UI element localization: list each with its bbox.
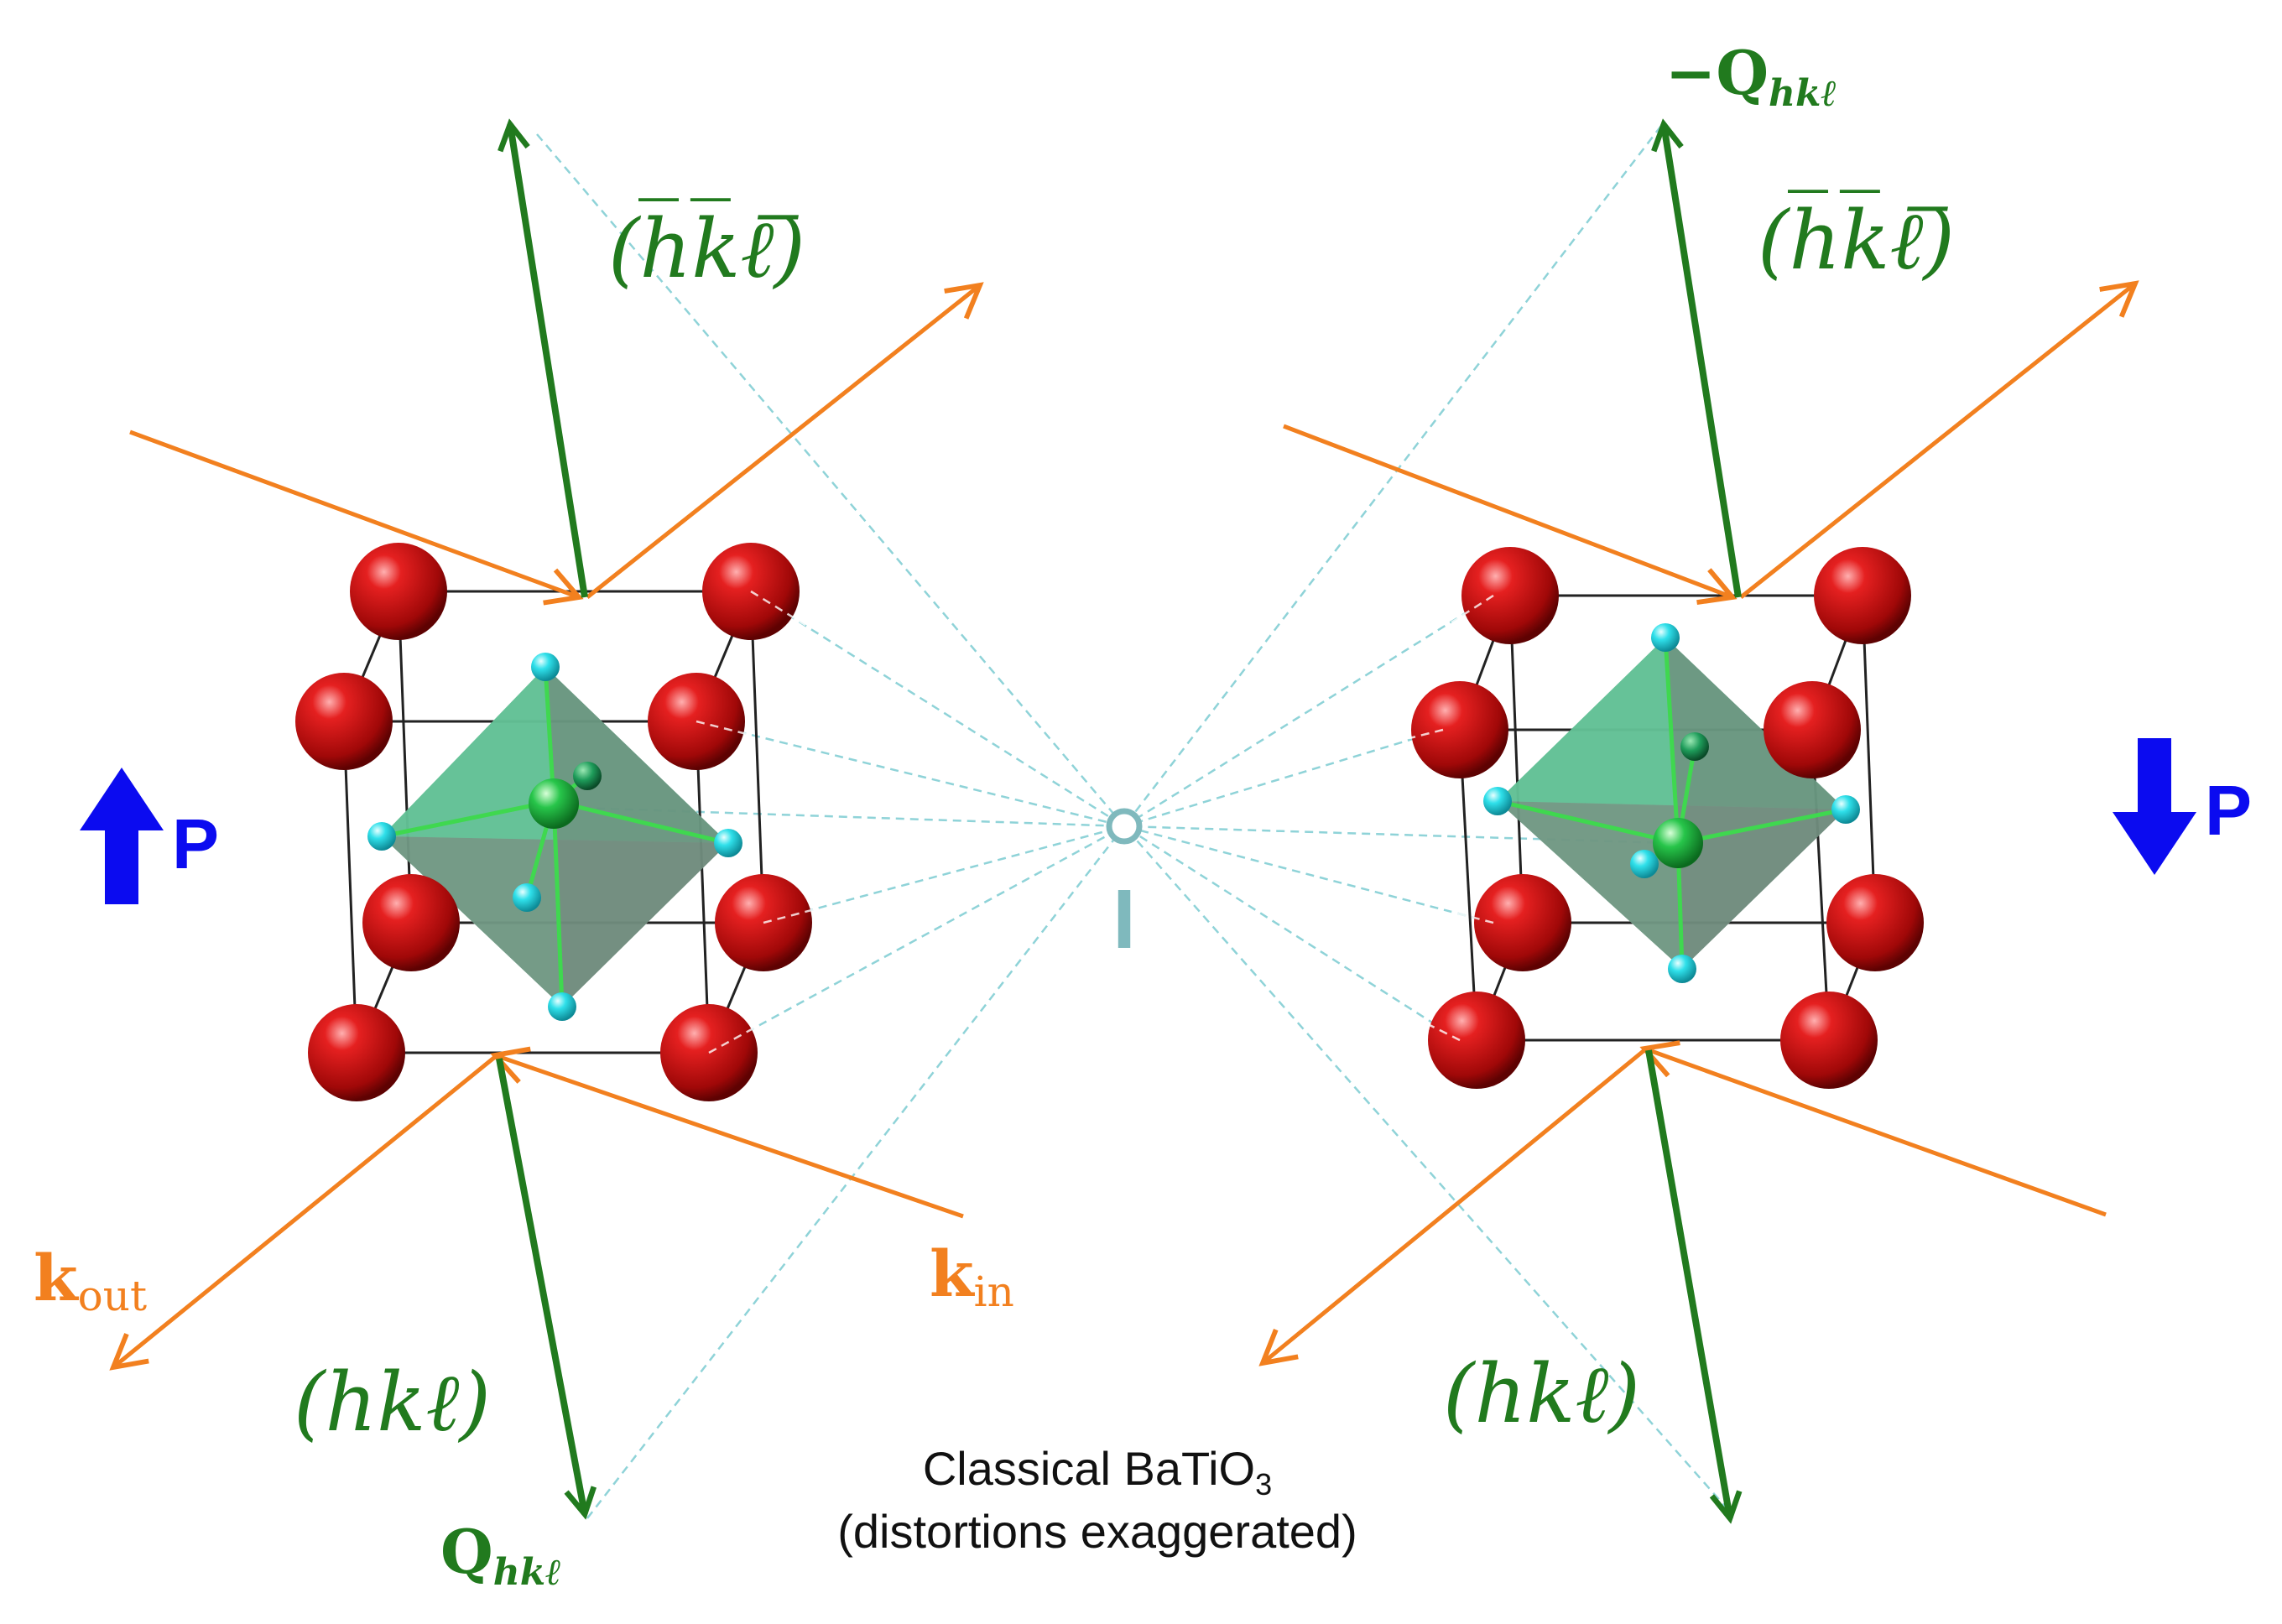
dashed-line bbox=[1123, 594, 1494, 828]
ba-atom bbox=[1826, 874, 1924, 971]
o-atom bbox=[573, 762, 602, 790]
dashed-line bbox=[553, 805, 1125, 828]
p-label-left: P bbox=[172, 804, 219, 883]
minus-q-label: −Qhkℓ bbox=[1665, 37, 1837, 115]
dashed-line bbox=[1123, 728, 1444, 828]
k-in-beam-bottom-right bbox=[1639, 1040, 2107, 1217]
o-atom bbox=[1668, 955, 1696, 983]
o-atom bbox=[1651, 623, 1680, 652]
hkl-bar-label-right: (h̅k̅ℓ̅) bbox=[1758, 190, 1955, 288]
k-in-beam-bottom-left bbox=[490, 1046, 964, 1219]
polarization-left: P bbox=[80, 768, 219, 904]
k-out-beam-bottom-left bbox=[109, 1055, 497, 1371]
o-atom bbox=[1831, 795, 1860, 824]
ti-atom bbox=[1653, 818, 1703, 868]
o-atom bbox=[1483, 787, 1512, 815]
dashed-line bbox=[1123, 825, 1729, 1511]
ti-atom bbox=[529, 778, 579, 829]
ba-atom bbox=[350, 543, 447, 640]
o-atom bbox=[1680, 732, 1709, 761]
inversion-label: I bbox=[1112, 872, 1136, 966]
k-out-label: kout bbox=[34, 1241, 147, 1320]
hkl-label-left: (hkℓ) bbox=[294, 1356, 491, 1450]
dashed-line bbox=[750, 590, 1125, 828]
arrow-down-icon bbox=[2113, 738, 2196, 875]
ba-atom bbox=[1814, 547, 1911, 644]
dashed-line bbox=[708, 825, 1125, 1054]
dashed-line bbox=[763, 825, 1125, 924]
ba-atom bbox=[1428, 992, 1525, 1089]
q-minus-vector-right bbox=[1664, 124, 1742, 598]
ba-atom bbox=[1461, 547, 1559, 644]
ba-atom bbox=[1764, 681, 1861, 778]
q-minus-vector-left bbox=[510, 124, 588, 598]
dashed-line bbox=[1123, 825, 1461, 1042]
o-atom bbox=[531, 653, 560, 681]
caption-line-1: Classical BaTiO3 bbox=[923, 1442, 1272, 1502]
inversion-center: I bbox=[1106, 808, 1143, 966]
dashed-line bbox=[1123, 825, 1494, 924]
dashed-line bbox=[586, 825, 1125, 1519]
caption-line-2: (distortions exaggerated) bbox=[837, 1505, 1357, 1558]
o-atom bbox=[1630, 850, 1659, 878]
o-atom bbox=[367, 822, 396, 851]
ba-atom bbox=[1780, 992, 1878, 1089]
scattering-vectors bbox=[496, 124, 1742, 1518]
o-atom bbox=[714, 829, 742, 857]
ba-atom bbox=[1411, 681, 1508, 778]
dashed-line bbox=[696, 720, 1125, 828]
arrow-up-icon bbox=[80, 768, 164, 904]
p-label-right: P bbox=[2205, 771, 2252, 850]
ba-atom bbox=[308, 1004, 405, 1101]
dashed-line bbox=[1123, 125, 1662, 827]
q-vector-right bbox=[1645, 1049, 1730, 1518]
k-in-beam-top-right bbox=[1283, 424, 1738, 605]
unit-cell-right bbox=[1411, 547, 1924, 1089]
q-vector-left bbox=[496, 1058, 585, 1514]
unit-cell-left bbox=[295, 543, 812, 1101]
k-out-beam-bottom-right bbox=[1258, 1049, 1646, 1366]
ba-atom bbox=[1474, 874, 1571, 971]
wave-vectors bbox=[109, 280, 2139, 1371]
octahedron-left bbox=[382, 667, 728, 1007]
ba-atom bbox=[362, 874, 460, 971]
dashed-line bbox=[536, 133, 1125, 827]
o-atom bbox=[548, 992, 576, 1021]
k-in-beam-top-left bbox=[129, 429, 584, 606]
o-atom bbox=[513, 883, 541, 912]
inversion-dashed-lines bbox=[536, 125, 1729, 1519]
q-label: Qhkℓ bbox=[440, 1516, 561, 1594]
k-out-beam-top-left bbox=[586, 282, 984, 599]
polarization-right: P bbox=[2113, 738, 2252, 875]
ba-atom bbox=[295, 673, 393, 770]
hkl-label-right: (hkℓ) bbox=[1443, 1347, 1640, 1441]
k-out-beam-top-right bbox=[1739, 280, 2139, 599]
hkl-bar-label-left: (h̅k̅ℓ̅) bbox=[608, 198, 805, 296]
k-in-label: kin bbox=[930, 1236, 1014, 1316]
